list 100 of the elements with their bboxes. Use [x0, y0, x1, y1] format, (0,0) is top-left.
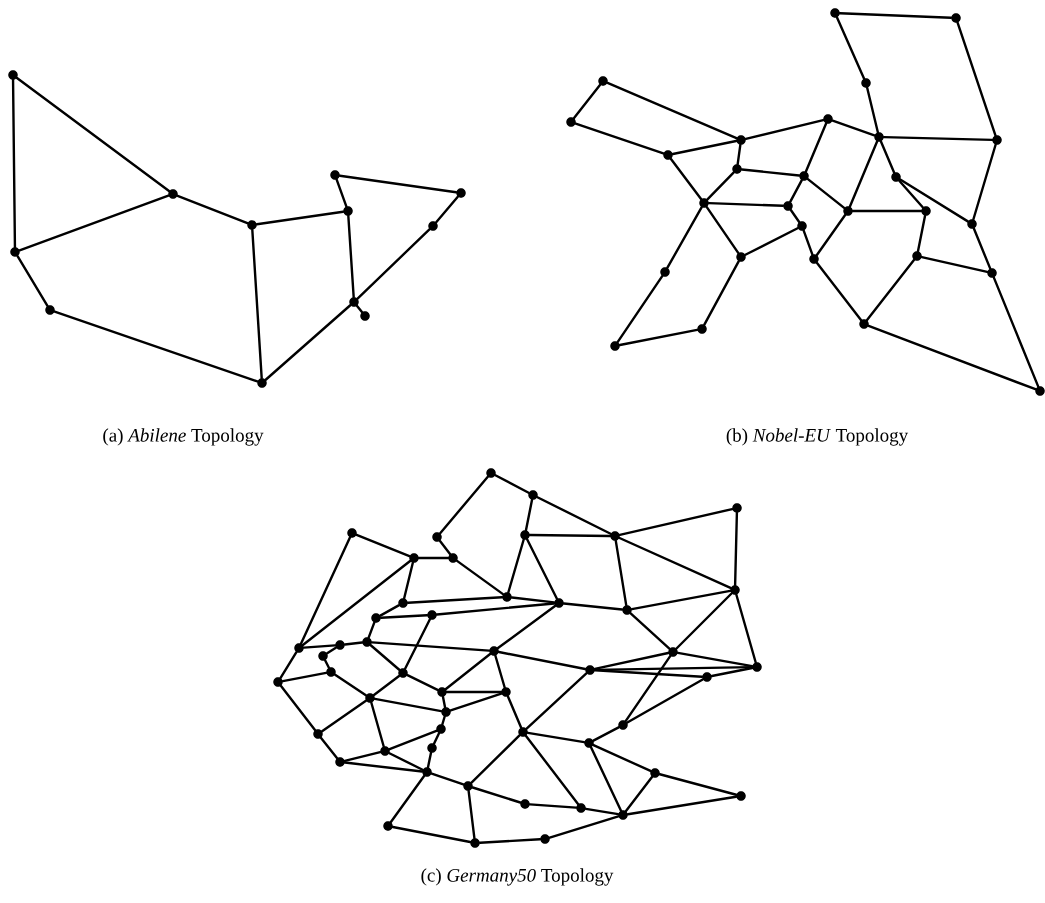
network-link — [478, 838, 542, 844]
network-node — [668, 647, 678, 657]
network-link — [324, 659, 330, 669]
network-link — [355, 304, 364, 314]
network-node — [428, 221, 438, 231]
network-node — [294, 643, 304, 653]
network-node — [520, 799, 530, 809]
network-node — [335, 757, 345, 767]
network-link — [335, 178, 348, 208]
network-link — [506, 695, 523, 729]
network-link — [379, 614, 429, 619]
network-link — [15, 76, 171, 193]
network-link — [669, 157, 703, 201]
network-link — [471, 786, 522, 804]
network-link — [11, 78, 17, 249]
network-link — [733, 511, 739, 587]
network-link — [347, 214, 355, 299]
network-link — [494, 474, 530, 494]
network-node — [489, 646, 499, 656]
network-node — [736, 135, 746, 145]
network-node — [335, 640, 345, 650]
network-link — [279, 684, 317, 732]
network-link — [319, 736, 339, 760]
network-node — [730, 585, 740, 595]
network-node — [598, 76, 608, 86]
network-node — [618, 810, 628, 820]
network-link — [658, 773, 738, 796]
network-link — [624, 775, 654, 813]
network-link — [370, 641, 491, 652]
network-link — [593, 669, 704, 678]
network-link — [432, 732, 441, 745]
network-node — [732, 164, 742, 174]
network-link — [804, 122, 828, 173]
network-link — [835, 16, 866, 80]
network-link — [528, 803, 578, 809]
network-node — [618, 720, 628, 730]
network-node — [326, 667, 336, 677]
network-link — [548, 815, 620, 839]
network-node — [566, 117, 576, 127]
network-link — [355, 533, 411, 558]
network-link — [435, 602, 556, 616]
network-node — [518, 727, 528, 737]
network-link — [671, 139, 738, 156]
network-link — [406, 673, 439, 692]
network-link — [372, 674, 401, 697]
network-node — [736, 252, 746, 262]
network-node — [912, 251, 922, 261]
network-node — [987, 268, 997, 278]
network-link — [831, 119, 876, 137]
network-node — [362, 637, 372, 647]
network-node — [365, 693, 375, 703]
network-node — [891, 172, 901, 182]
network-link — [496, 604, 557, 650]
network-link — [956, 21, 997, 137]
network-link — [470, 734, 521, 784]
network-node — [371, 613, 381, 623]
network-link — [445, 690, 503, 694]
network-link — [916, 214, 927, 253]
network-node — [437, 687, 447, 697]
network-node — [257, 378, 267, 388]
network-node — [584, 738, 594, 748]
network-link — [972, 227, 992, 270]
network-link — [802, 229, 814, 256]
network-link — [592, 743, 652, 773]
network-node — [398, 598, 408, 608]
network-link — [430, 772, 465, 786]
network-node — [830, 8, 840, 18]
network-link — [302, 644, 337, 649]
network-link — [403, 561, 415, 600]
network-node — [610, 531, 620, 541]
network-node — [502, 592, 512, 602]
network-node — [8, 70, 18, 80]
network-link — [593, 651, 670, 671]
network-link — [592, 726, 620, 742]
network-node — [843, 206, 853, 216]
network-link — [510, 596, 556, 604]
network-link — [618, 536, 732, 590]
network-node — [247, 220, 257, 230]
network-node — [951, 13, 961, 23]
network-link — [404, 618, 431, 670]
network-node — [528, 490, 538, 500]
network-node — [470, 838, 480, 848]
network-link — [706, 171, 735, 201]
network-link — [806, 177, 846, 210]
network-node — [380, 746, 390, 756]
network-link — [526, 538, 558, 600]
network-node — [349, 297, 359, 307]
network-link — [629, 612, 671, 650]
network-link — [406, 596, 504, 604]
network-link — [536, 496, 612, 535]
network-node — [456, 188, 466, 198]
network-link — [703, 260, 740, 326]
network-node — [436, 724, 446, 734]
network-link — [630, 589, 732, 611]
network-node — [576, 803, 586, 813]
network-link — [676, 651, 754, 668]
network-link — [744, 118, 825, 141]
network-node — [992, 135, 1002, 145]
network-link — [441, 715, 446, 726]
network-link — [618, 507, 734, 537]
